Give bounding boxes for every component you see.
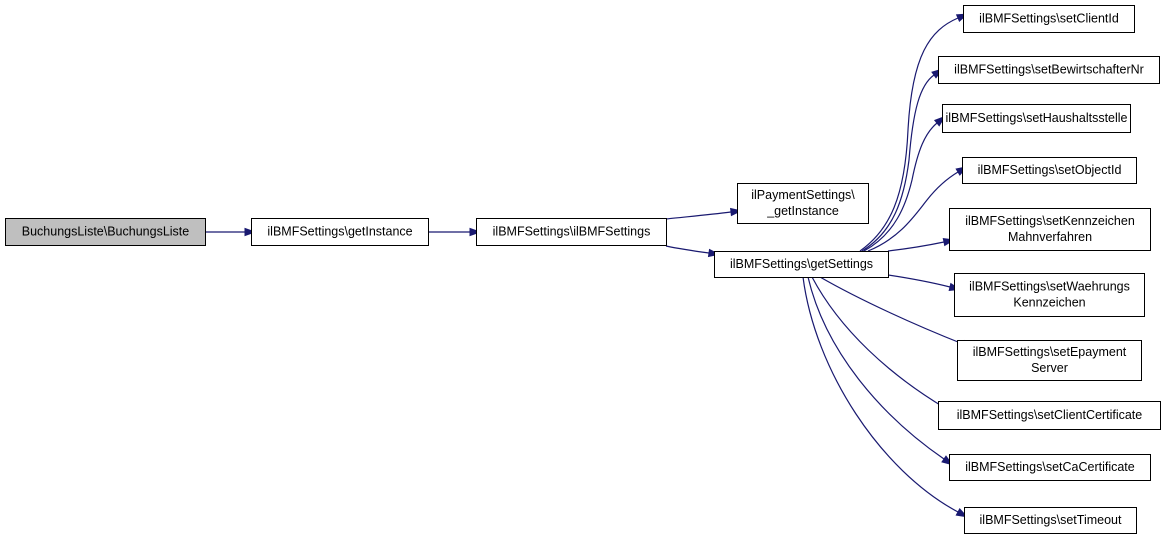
call-nodes: BuchungsListe\BuchungsListe ilBMFSettings… xyxy=(5,5,1161,534)
node-box xyxy=(714,251,889,278)
node-box xyxy=(251,218,429,246)
node-box xyxy=(954,273,1145,317)
edge-buchungsliste-to-getinstance xyxy=(205,227,257,237)
edge-line xyxy=(802,276,959,513)
node-setbewirtschafternr[interactable]: ilBMFSettings\setBewirtschafterNr xyxy=(938,56,1160,84)
node-setkennzeichen[interactable]: ilBMFSettings\setKennzeichenMahnverfahre… xyxy=(949,208,1151,251)
node-label: BuchungsListe\BuchungsListe xyxy=(22,225,190,239)
node-box xyxy=(949,208,1151,251)
node-label: ilBMFSettings\setKennzeichen xyxy=(965,214,1135,228)
node-setclientid[interactable]: ilBMFSettings\setClientId xyxy=(963,5,1135,33)
edge-line xyxy=(811,276,946,409)
node-label: ilBMFSettings\setTimeout xyxy=(980,513,1122,527)
arrow-head-icon xyxy=(469,227,482,237)
edge-line xyxy=(665,245,710,254)
edge-getsettings-to-setclientcertificate xyxy=(811,276,955,414)
node-buchungsliste[interactable]: BuchungsListe\BuchungsListe xyxy=(5,218,206,246)
node-paymentsettings[interactable]: ilPaymentSettings\ _getInstance xyxy=(737,183,869,224)
edge-line xyxy=(819,276,964,345)
node-label: Kennzeichen xyxy=(1013,296,1085,310)
edge-getsettings-to-setwaehrungs xyxy=(887,274,962,291)
node-label: ilBMFSettings\getInstance xyxy=(267,225,412,239)
node-box xyxy=(949,454,1151,481)
node-label: ilBMFSettings\setClientCertificate xyxy=(957,408,1143,422)
node-getsettings[interactable]: ilBMFSettings\getSettings xyxy=(714,251,889,278)
edge-line xyxy=(859,17,959,252)
edge-getsettings-to-setkennzeichen xyxy=(887,238,956,252)
node-label: ilBMFSettings\getSettings xyxy=(730,257,873,271)
node-box xyxy=(938,56,1160,84)
node-label: ilBMFSettings\setBewirtschafterNr xyxy=(954,63,1144,77)
node-label: ilBMFSettings\setObjectId xyxy=(978,163,1122,177)
node-box xyxy=(942,104,1131,133)
edge-line xyxy=(887,274,951,288)
node-box xyxy=(5,218,206,246)
node-box xyxy=(963,5,1135,33)
edge-line xyxy=(887,241,945,252)
node-label: ilBMFSettings\setHaushaltsstelle xyxy=(945,111,1127,125)
node-label: ilBMFSettings\ilBMFSettings xyxy=(493,225,651,239)
node-setobjectid[interactable]: ilBMFSettings\setObjectId xyxy=(962,157,1137,184)
node-box xyxy=(962,157,1137,184)
node-sethaushaltsstelle[interactable]: ilBMFSettings\setHaushaltsstelle xyxy=(942,104,1131,133)
edge-line xyxy=(861,74,935,252)
node-box xyxy=(957,340,1142,381)
node-box xyxy=(938,401,1161,430)
node-label: ilPaymentSettings\ xyxy=(751,188,855,202)
node-label: _getInstance xyxy=(766,204,839,218)
node-settimeout[interactable]: ilBMFSettings\setTimeout xyxy=(964,507,1137,534)
node-getinstance[interactable]: ilBMFSettings\getInstance xyxy=(251,218,429,246)
edge-getinstance-to-ilbmfsettings xyxy=(428,227,482,237)
node-ilbmfsettings[interactable]: ilBMFSettings\ilBMFSettings xyxy=(476,218,667,246)
node-label: Server xyxy=(1031,361,1068,375)
node-label: ilBMFSettings\setWaehrungs xyxy=(969,280,1130,294)
edge-ilbmfsettings-to-paymentsettings xyxy=(665,207,743,220)
edge-line xyxy=(665,211,732,220)
edge-getsettings-to-settimeout xyxy=(802,276,969,518)
node-box xyxy=(476,218,667,246)
node-label: Mahnverfahren xyxy=(1008,230,1092,244)
node-setcacertificate[interactable]: ilBMFSettings\setCaCertificate xyxy=(949,454,1151,481)
node-label: ilBMFSettings\setClientId xyxy=(979,12,1119,26)
node-box xyxy=(964,507,1137,534)
node-setclientcertificate[interactable]: ilBMFSettings\setClientCertificate xyxy=(938,401,1161,430)
arrow-head-icon xyxy=(244,227,257,237)
edge-ilbmfsettings-to-getsettings xyxy=(665,245,721,258)
node-label: ilBMFSettings\setCaCertificate xyxy=(965,460,1135,474)
node-box xyxy=(737,183,869,224)
edge-line xyxy=(867,171,959,252)
edge-line xyxy=(863,122,938,252)
edge-line xyxy=(807,276,945,460)
edge-getsettings-to-setbewirtschafternr xyxy=(861,68,944,252)
node-label: ilBMFSettings\setEpayment xyxy=(973,345,1127,359)
